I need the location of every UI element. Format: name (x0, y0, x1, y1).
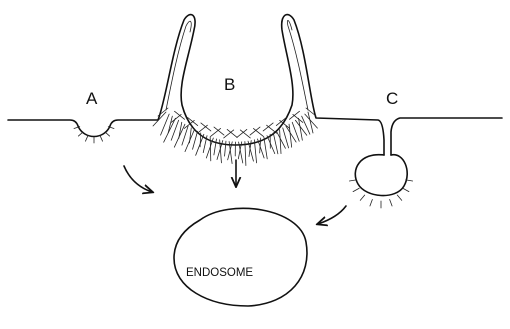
filament (264, 137, 267, 159)
filament (267, 136, 275, 154)
coat-spike (353, 188, 359, 191)
arrow-c-to-endosome (318, 206, 346, 224)
filament (273, 133, 278, 154)
coat-spike (403, 188, 409, 191)
coat-spike (390, 199, 392, 206)
filament (289, 124, 292, 147)
filament (253, 128, 263, 136)
vesicle-c (355, 155, 407, 196)
filament (214, 127, 224, 135)
coat-spike (100, 136, 102, 141)
plasma-membrane (8, 15, 384, 155)
actin-filaments (153, 108, 317, 166)
filament (292, 122, 299, 141)
filament (197, 125, 207, 133)
coat-spike (397, 195, 402, 200)
coat-spike (85, 136, 87, 141)
filament (227, 129, 237, 137)
endosome (174, 208, 307, 306)
filament (161, 114, 170, 135)
coat-spike (349, 180, 356, 181)
label-b: B (224, 75, 235, 94)
filament (280, 130, 281, 154)
coat-spike (105, 132, 109, 136)
coat-spike (78, 132, 82, 136)
filament (168, 116, 172, 133)
label-c: C (386, 89, 398, 108)
arrow-a-to-endosome (124, 166, 152, 192)
filament (237, 129, 247, 137)
filament (225, 141, 226, 156)
plasma-membrane-right (391, 118, 502, 155)
filament (260, 138, 261, 153)
coat-spike (360, 195, 365, 200)
filament (164, 118, 176, 142)
filament (171, 120, 178, 140)
coat-spike (370, 199, 372, 206)
filament (250, 127, 260, 135)
filament (171, 114, 181, 122)
filament (193, 131, 198, 149)
endosome-label: ENDOSOME (186, 267, 253, 279)
filament (267, 125, 277, 133)
filament (211, 128, 221, 136)
label-a: A (86, 89, 98, 108)
filament (196, 134, 204, 155)
